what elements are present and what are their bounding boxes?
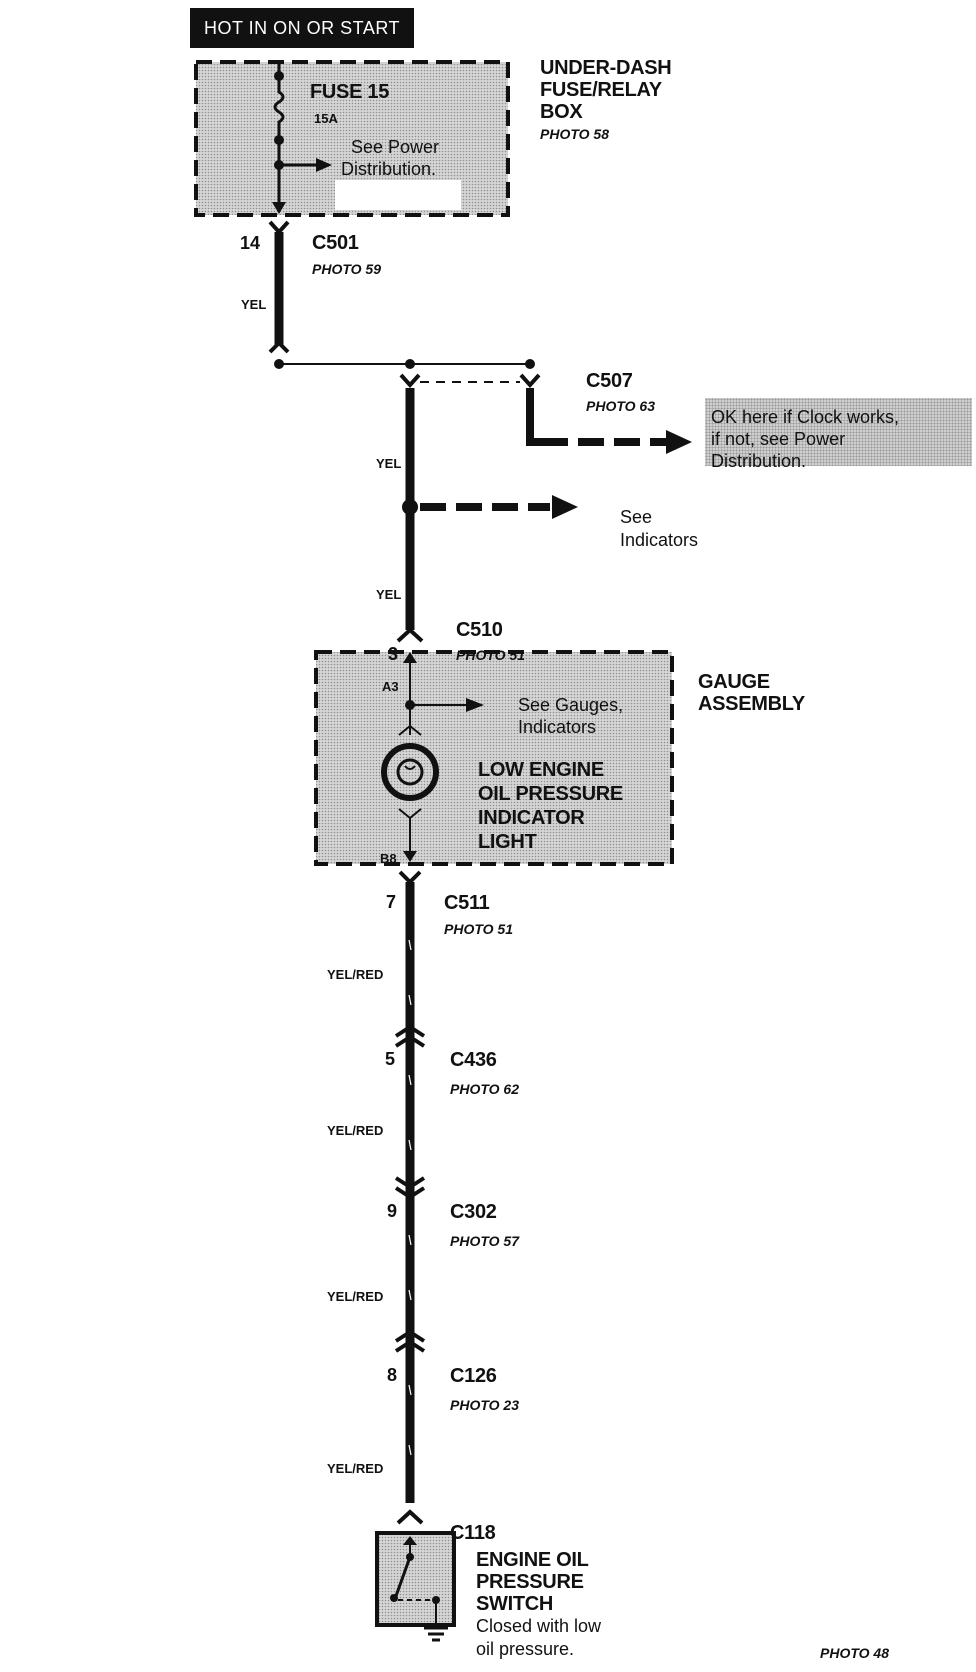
indicator-light-icon bbox=[396, 758, 424, 786]
arrow-icon bbox=[466, 698, 484, 712]
indicator-light-icon bbox=[381, 743, 439, 801]
connector-c436-icon bbox=[394, 1024, 426, 1038]
c126-pin: 8 bbox=[387, 1365, 398, 1385]
light-label-line2: OIL PRESSURE bbox=[478, 783, 623, 805]
c302-photo: PHOTO 57 bbox=[450, 1233, 519, 1249]
fuse-box-title-line2: FUSE/RELAY bbox=[540, 79, 662, 101]
oil-switch-outline bbox=[375, 1531, 456, 1627]
switch-contact-icon bbox=[394, 1556, 412, 1597]
fuse-rating: 15A bbox=[314, 111, 338, 126]
fuse-node bbox=[274, 135, 284, 145]
connector-c126-icon bbox=[394, 1329, 426, 1343]
arrow-icon bbox=[552, 495, 578, 519]
c511-pin: 7 bbox=[386, 892, 397, 912]
fuse-see-note-line1: See Power bbox=[351, 137, 440, 157]
connector-c511-icon bbox=[398, 870, 422, 885]
arrow-icon bbox=[272, 202, 286, 214]
switch-contact-icon bbox=[390, 1594, 398, 1602]
c510-pin: 3 bbox=[388, 644, 399, 664]
connector-c510-icon bbox=[396, 627, 424, 643]
arrow-icon bbox=[403, 652, 417, 663]
indicator-light-icon bbox=[404, 765, 416, 770]
connector-c501-icon bbox=[268, 220, 290, 235]
c436-connector-label: C436 bbox=[450, 1049, 497, 1071]
oil-switch-title-line3: SWITCH bbox=[476, 1593, 554, 1615]
fuse-icon bbox=[273, 64, 285, 206]
splice-node bbox=[402, 499, 418, 515]
connector-c302-icon bbox=[394, 1176, 426, 1190]
c507-connector-label: C507 bbox=[586, 370, 633, 392]
wire-color-yel-red: YEL/RED bbox=[327, 1289, 384, 1304]
wire-color-yel: YEL bbox=[376, 456, 402, 471]
clock-note-line1: OK here if Clock works, bbox=[711, 407, 900, 427]
gauge-pin-bottom: B8 bbox=[380, 851, 397, 866]
c436-pin: 5 bbox=[385, 1049, 396, 1069]
clock-note-line2: if not, see Power bbox=[711, 429, 846, 449]
c511-photo: PHOTO 51 bbox=[444, 921, 513, 937]
fuse-see-note-line2: Distribution. bbox=[341, 159, 437, 179]
c507-photo: PHOTO 63 bbox=[586, 398, 655, 414]
oil-switch-desc-line1: Closed with low bbox=[476, 1616, 602, 1636]
connector-c302-icon bbox=[394, 1186, 426, 1200]
indicators-note-line1: See bbox=[620, 507, 653, 527]
connector-c436-icon bbox=[394, 1034, 426, 1048]
gauge-internal-wire bbox=[398, 724, 422, 736]
splice-node bbox=[405, 359, 415, 369]
wire-color-yel-red: YEL/RED bbox=[327, 967, 384, 982]
wire-color-yel: YEL bbox=[376, 587, 402, 602]
splice-node bbox=[525, 359, 535, 369]
clock-note-box bbox=[705, 398, 972, 466]
fuse-node bbox=[274, 71, 284, 81]
c126-photo: PHOTO 23 bbox=[450, 1397, 519, 1413]
c126-connector-label: C126 bbox=[450, 1365, 497, 1387]
light-label-line1: LOW ENGINE bbox=[478, 759, 604, 781]
gauge-assembly-outline bbox=[314, 650, 674, 866]
wire-color-yel-red: YEL/RED bbox=[327, 1123, 384, 1138]
oil-switch-photo: PHOTO 48 bbox=[820, 1645, 889, 1661]
c118-connector-label: C118 bbox=[450, 1522, 496, 1544]
gauge-assembly-title-line1: GAUGE bbox=[698, 671, 770, 693]
wire-branch-clock bbox=[526, 388, 568, 446]
oil-switch-title-line2: PRESSURE bbox=[476, 1571, 584, 1593]
wire-yel-red-stripes bbox=[408, 939, 412, 1456]
oil-switch-title-line1: ENGINE OIL bbox=[476, 1549, 589, 1571]
c510-photo: PHOTO 51 bbox=[456, 647, 525, 663]
c510-connector-label: C510 bbox=[456, 619, 503, 641]
connector-c126-icon bbox=[394, 1339, 426, 1353]
gauge-assembly-title-line2: ASSEMBLY bbox=[698, 693, 805, 715]
c511-connector-label: C511 bbox=[444, 892, 490, 914]
light-label-line4: LIGHT bbox=[478, 831, 537, 853]
arrow-icon bbox=[316, 158, 332, 172]
fuse-box-title-line3: BOX bbox=[540, 101, 583, 123]
splice-node bbox=[274, 359, 284, 369]
wire-color-yel-red: YEL/RED bbox=[327, 1461, 384, 1476]
arrow-icon bbox=[666, 430, 692, 454]
c501-connector-label: C501 bbox=[312, 232, 359, 254]
c501-pin: 14 bbox=[240, 233, 261, 253]
connector-c507-icon bbox=[519, 373, 541, 388]
fuse-note-backdrop bbox=[335, 180, 461, 210]
c302-pin: 9 bbox=[387, 1201, 398, 1221]
hot-in-on-or-start-label: HOT IN ON OR START bbox=[190, 8, 414, 48]
c501-photo: PHOTO 59 bbox=[312, 261, 381, 277]
fuse-name: FUSE 15 bbox=[310, 81, 390, 103]
clock-note-line3: Distribution. bbox=[711, 451, 807, 471]
gauge-pin-top: A3 bbox=[382, 679, 399, 694]
c436-photo: PHOTO 62 bbox=[450, 1081, 519, 1097]
indicators-note-line2: Indicators bbox=[620, 530, 699, 550]
fuse-box-title-line1: UNDER-DASH bbox=[540, 57, 672, 79]
gauge-see-note-line1: See Gauges, bbox=[518, 695, 624, 715]
fuse-box-photo: PHOTO 58 bbox=[540, 126, 609, 142]
light-label-line3: INDICATOR bbox=[478, 807, 585, 829]
connector-c118-icon bbox=[396, 1509, 424, 1525]
wire-color-yel: YEL bbox=[241, 297, 267, 312]
arrow-icon bbox=[403, 851, 417, 862]
connector-c507-icon bbox=[399, 373, 421, 388]
oil-switch-desc-line2: oil pressure. bbox=[476, 1639, 575, 1659]
gauge-see-note-line2: Indicators bbox=[518, 717, 597, 737]
connector-c501-icon bbox=[268, 340, 290, 354]
c302-connector-label: C302 bbox=[450, 1201, 497, 1223]
